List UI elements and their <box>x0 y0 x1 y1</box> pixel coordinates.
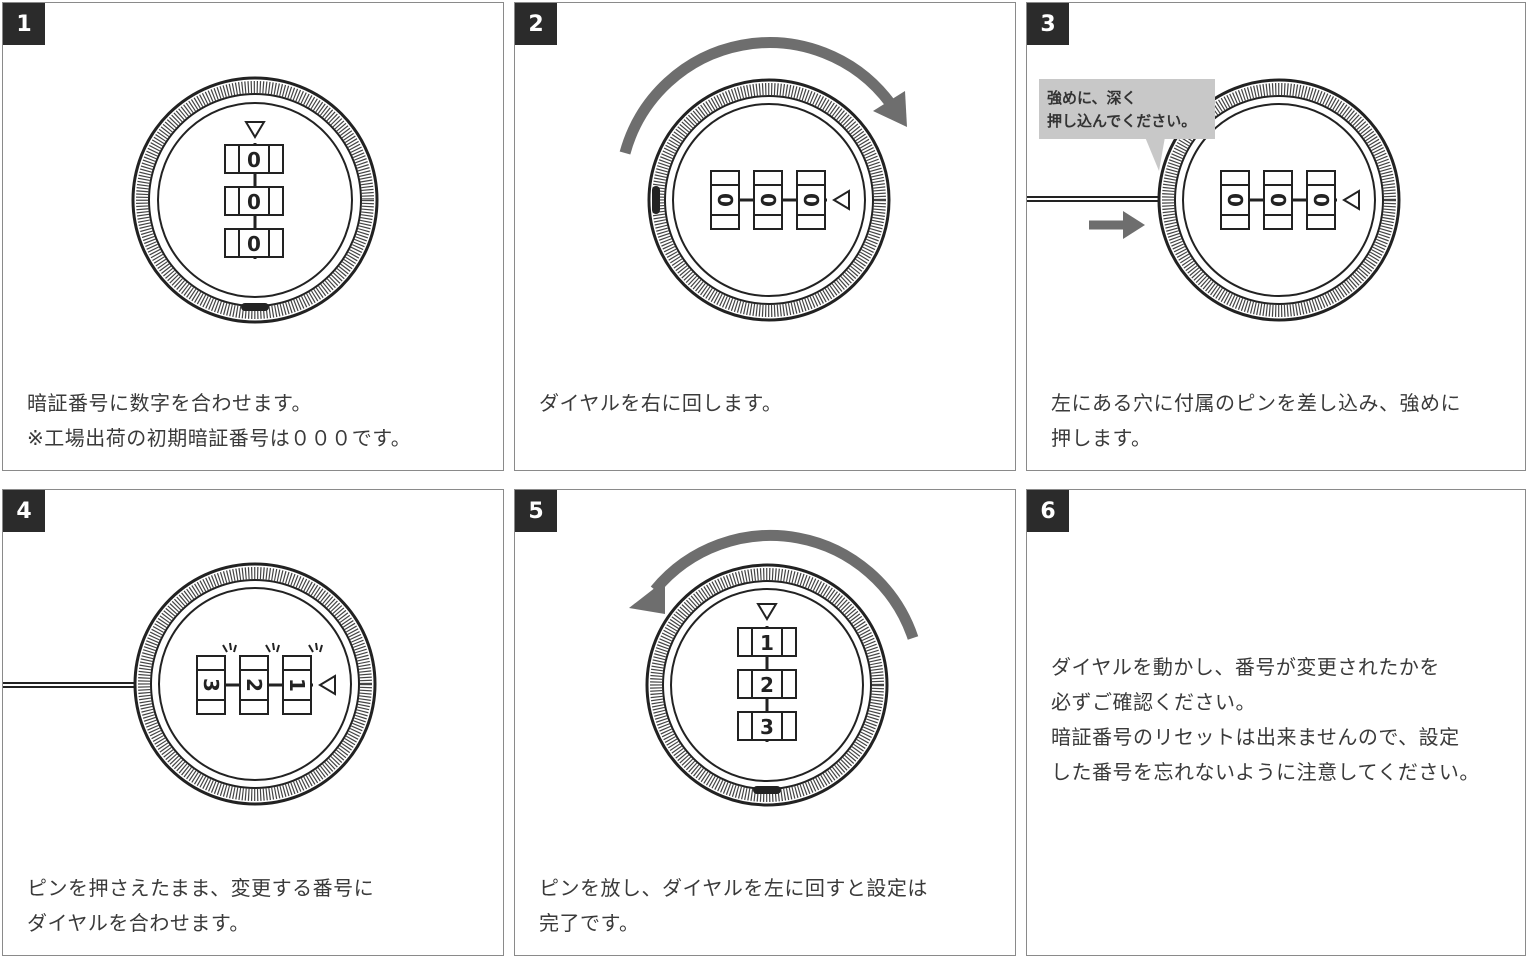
lock-dial-illustration: 0 0 0 <box>131 76 379 324</box>
triangle-pointer-icon <box>756 603 778 621</box>
step-caption: ダイヤルを動かし、番号が変更されたかを 必ずご確認ください。 暗証番号のリセット… <box>1051 650 1480 790</box>
step-panel-1: 1 0 0 0 暗証番号に数字を合わせます <box>2 2 504 471</box>
wheel-digit: 2 <box>760 673 774 697</box>
wheel-digit: 0 <box>1309 193 1333 207</box>
callout-line: 押し込んでください。 <box>1047 112 1196 130</box>
wheel-2: 0 <box>1263 170 1293 230</box>
wheel-1: 0 <box>224 144 284 174</box>
step-caption: 左にある穴に付属のピンを差し込み、強めに 押します。 <box>1051 386 1461 456</box>
triangle-pointer-icon <box>832 189 850 211</box>
lock-dial-illustration: 1 2 3 <box>629 529 919 807</box>
wheel-1: 0 <box>710 170 740 230</box>
wheel-3: 0 <box>796 170 826 230</box>
caption-line: ダイヤルを動かし、番号が変更されたかを <box>1051 655 1440 679</box>
wheel-digit: 0 <box>756 193 780 207</box>
wheel-2: 0 <box>224 186 284 216</box>
callout-bubble: 強めに、深く 押し込んでください。 <box>1039 79 1215 171</box>
wheel-digit: 0 <box>1223 193 1247 207</box>
wheel-3: 0 <box>1306 170 1336 230</box>
wheel-digit: 0 <box>247 190 261 214</box>
step-number-badge: 6 <box>1027 490 1069 532</box>
caption-line: 暗証番号に数字を合わせます。 <box>27 391 312 415</box>
step-caption: ダイヤルを右に回します。 <box>539 386 782 421</box>
wheel-digit: 2 <box>242 678 266 692</box>
caption-line: ピンを押さえたまま、変更する番号に <box>27 876 375 900</box>
caption-line: 押します。 <box>1051 426 1152 450</box>
step-number-badge: 5 <box>515 490 557 532</box>
clockwise-arrow-icon <box>619 37 895 155</box>
step-number-badge: 4 <box>3 490 45 532</box>
caption-line: 左にある穴に付属のピンを差し込み、強めに <box>1051 391 1461 415</box>
triangle-pointer-icon <box>244 121 266 139</box>
step-number-badge: 1 <box>3 3 45 45</box>
step-number-badge: 3 <box>1027 3 1069 45</box>
wheel-2: 2 <box>239 655 269 715</box>
step-panel-6: 6 ダイヤルを動かし、番号が変更されたかを 必ずご確認ください。 暗証番号のリセ… <box>1026 489 1526 956</box>
wheel-digit: 3 <box>199 678 223 692</box>
lock-dial-illustration: 0 0 0 <box>619 37 907 322</box>
step-caption: ピンを放し、ダイヤルを左に回すと設定は 完了です。 <box>539 871 928 941</box>
wheel-1: 3 <box>196 655 226 715</box>
caption-line: 必ずご確認ください。 <box>1051 690 1256 714</box>
wheel-digit: 0 <box>1266 193 1290 207</box>
step-panel-2: 2 0 0 0 ダイヤ <box>514 2 1016 471</box>
wheel-digit: 0 <box>247 232 261 256</box>
wheel-digit: 1 <box>760 631 774 655</box>
wheel-digit: 0 <box>799 193 823 207</box>
wheel-3: 3 <box>737 711 797 741</box>
triangle-pointer-icon <box>1342 189 1360 211</box>
step-caption: 暗証番号に数字を合わせます。 ※工場出荷の初期暗証番号は０００です。 <box>27 386 411 456</box>
wheel-2: 2 <box>737 669 797 699</box>
caption-line: 暗証番号のリセットは出来ませんので、設定 <box>1051 725 1460 749</box>
wheel-2: 0 <box>753 170 783 230</box>
step-caption: ピンを押さえたまま、変更する番号に ダイヤルを合わせます。 <box>27 871 374 941</box>
caption-line: ダイヤルを右に回します。 <box>539 391 783 415</box>
caption-line: ピンを放し、ダイヤルを左に回すと設定は <box>539 876 928 900</box>
callout-line: 強めに、深く <box>1047 89 1137 107</box>
lock-dial-illustration: 0 0 0 強めに、深く 押し込んでください。 <box>1027 78 1401 322</box>
wheel-3: 1 <box>282 655 312 715</box>
wheel-digit: 3 <box>760 715 774 739</box>
step-panel-4: 4 3 2 1 <box>2 489 504 956</box>
step-panel-3: 3 0 0 0 <box>1026 2 1526 471</box>
wheel-digit: 1 <box>285 678 309 692</box>
wheel-1: 0 <box>1220 170 1250 230</box>
lock-dial-illustration: 3 2 1 <box>3 562 377 806</box>
step-panel-5: 5 1 2 3 ピンを <box>514 489 1016 956</box>
motion-marks <box>222 642 323 653</box>
wheel-3: 0 <box>224 228 284 258</box>
triangle-pointer-icon <box>318 674 336 696</box>
wheel-1: 1 <box>737 627 797 657</box>
caption-line: 完了です。 <box>539 911 640 935</box>
step-number-badge: 2 <box>515 3 557 45</box>
caption-line: ※工場出荷の初期暗証番号は０００です。 <box>27 426 412 450</box>
wheel-digit: 0 <box>247 148 261 172</box>
counterclockwise-arrow-icon <box>650 529 919 640</box>
caption-line: した番号を忘れないように注意してください。 <box>1051 760 1480 784</box>
wheel-digit: 0 <box>713 193 737 207</box>
caption-line: ダイヤルを合わせます。 <box>27 911 250 935</box>
